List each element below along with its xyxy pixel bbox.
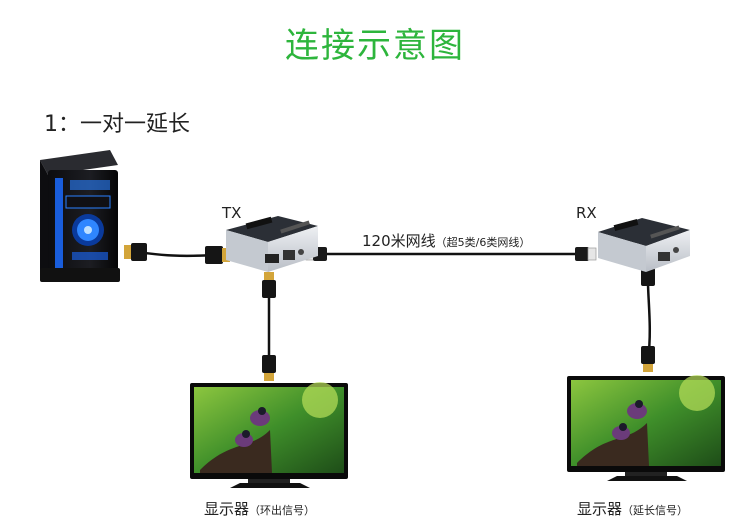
rx-extender [598, 218, 690, 272]
display-extended [567, 375, 725, 481]
tx-extender [226, 216, 318, 272]
diagram-subtitle: 1：一对一延长 [44, 112, 190, 137]
diagram-title: 连接示意图 [285, 26, 465, 66]
display-label-extended: 显示器（延长信号） [577, 498, 688, 519]
display-label-loopout: 显示器（环出信号） [204, 498, 315, 519]
cable-label-main: 120米网线 [362, 232, 436, 250]
display-loopout [190, 382, 348, 488]
hdmi-plug-pc [124, 243, 147, 261]
rj45-plug-rx [575, 247, 597, 261]
pc-tower [40, 150, 120, 282]
display-label-loopout-main: 显示器 [204, 500, 250, 518]
display-label-loopout-note: （环出信号） [249, 504, 316, 517]
hdmi-plug-display2 [641, 346, 655, 372]
cable-label: 120米网线（超5类/6类网线） [362, 230, 530, 251]
display-label-extended-note: （延长信号） [622, 504, 689, 517]
tx-label: TX [222, 204, 242, 222]
hdmi-plug-display1 [262, 355, 276, 381]
cable-label-note: （超5类/6类网线） [435, 236, 531, 249]
rx-label: RX [576, 204, 597, 222]
hdmi-plug-tx-out [262, 272, 276, 298]
display-label-extended-main: 显示器 [577, 500, 623, 518]
